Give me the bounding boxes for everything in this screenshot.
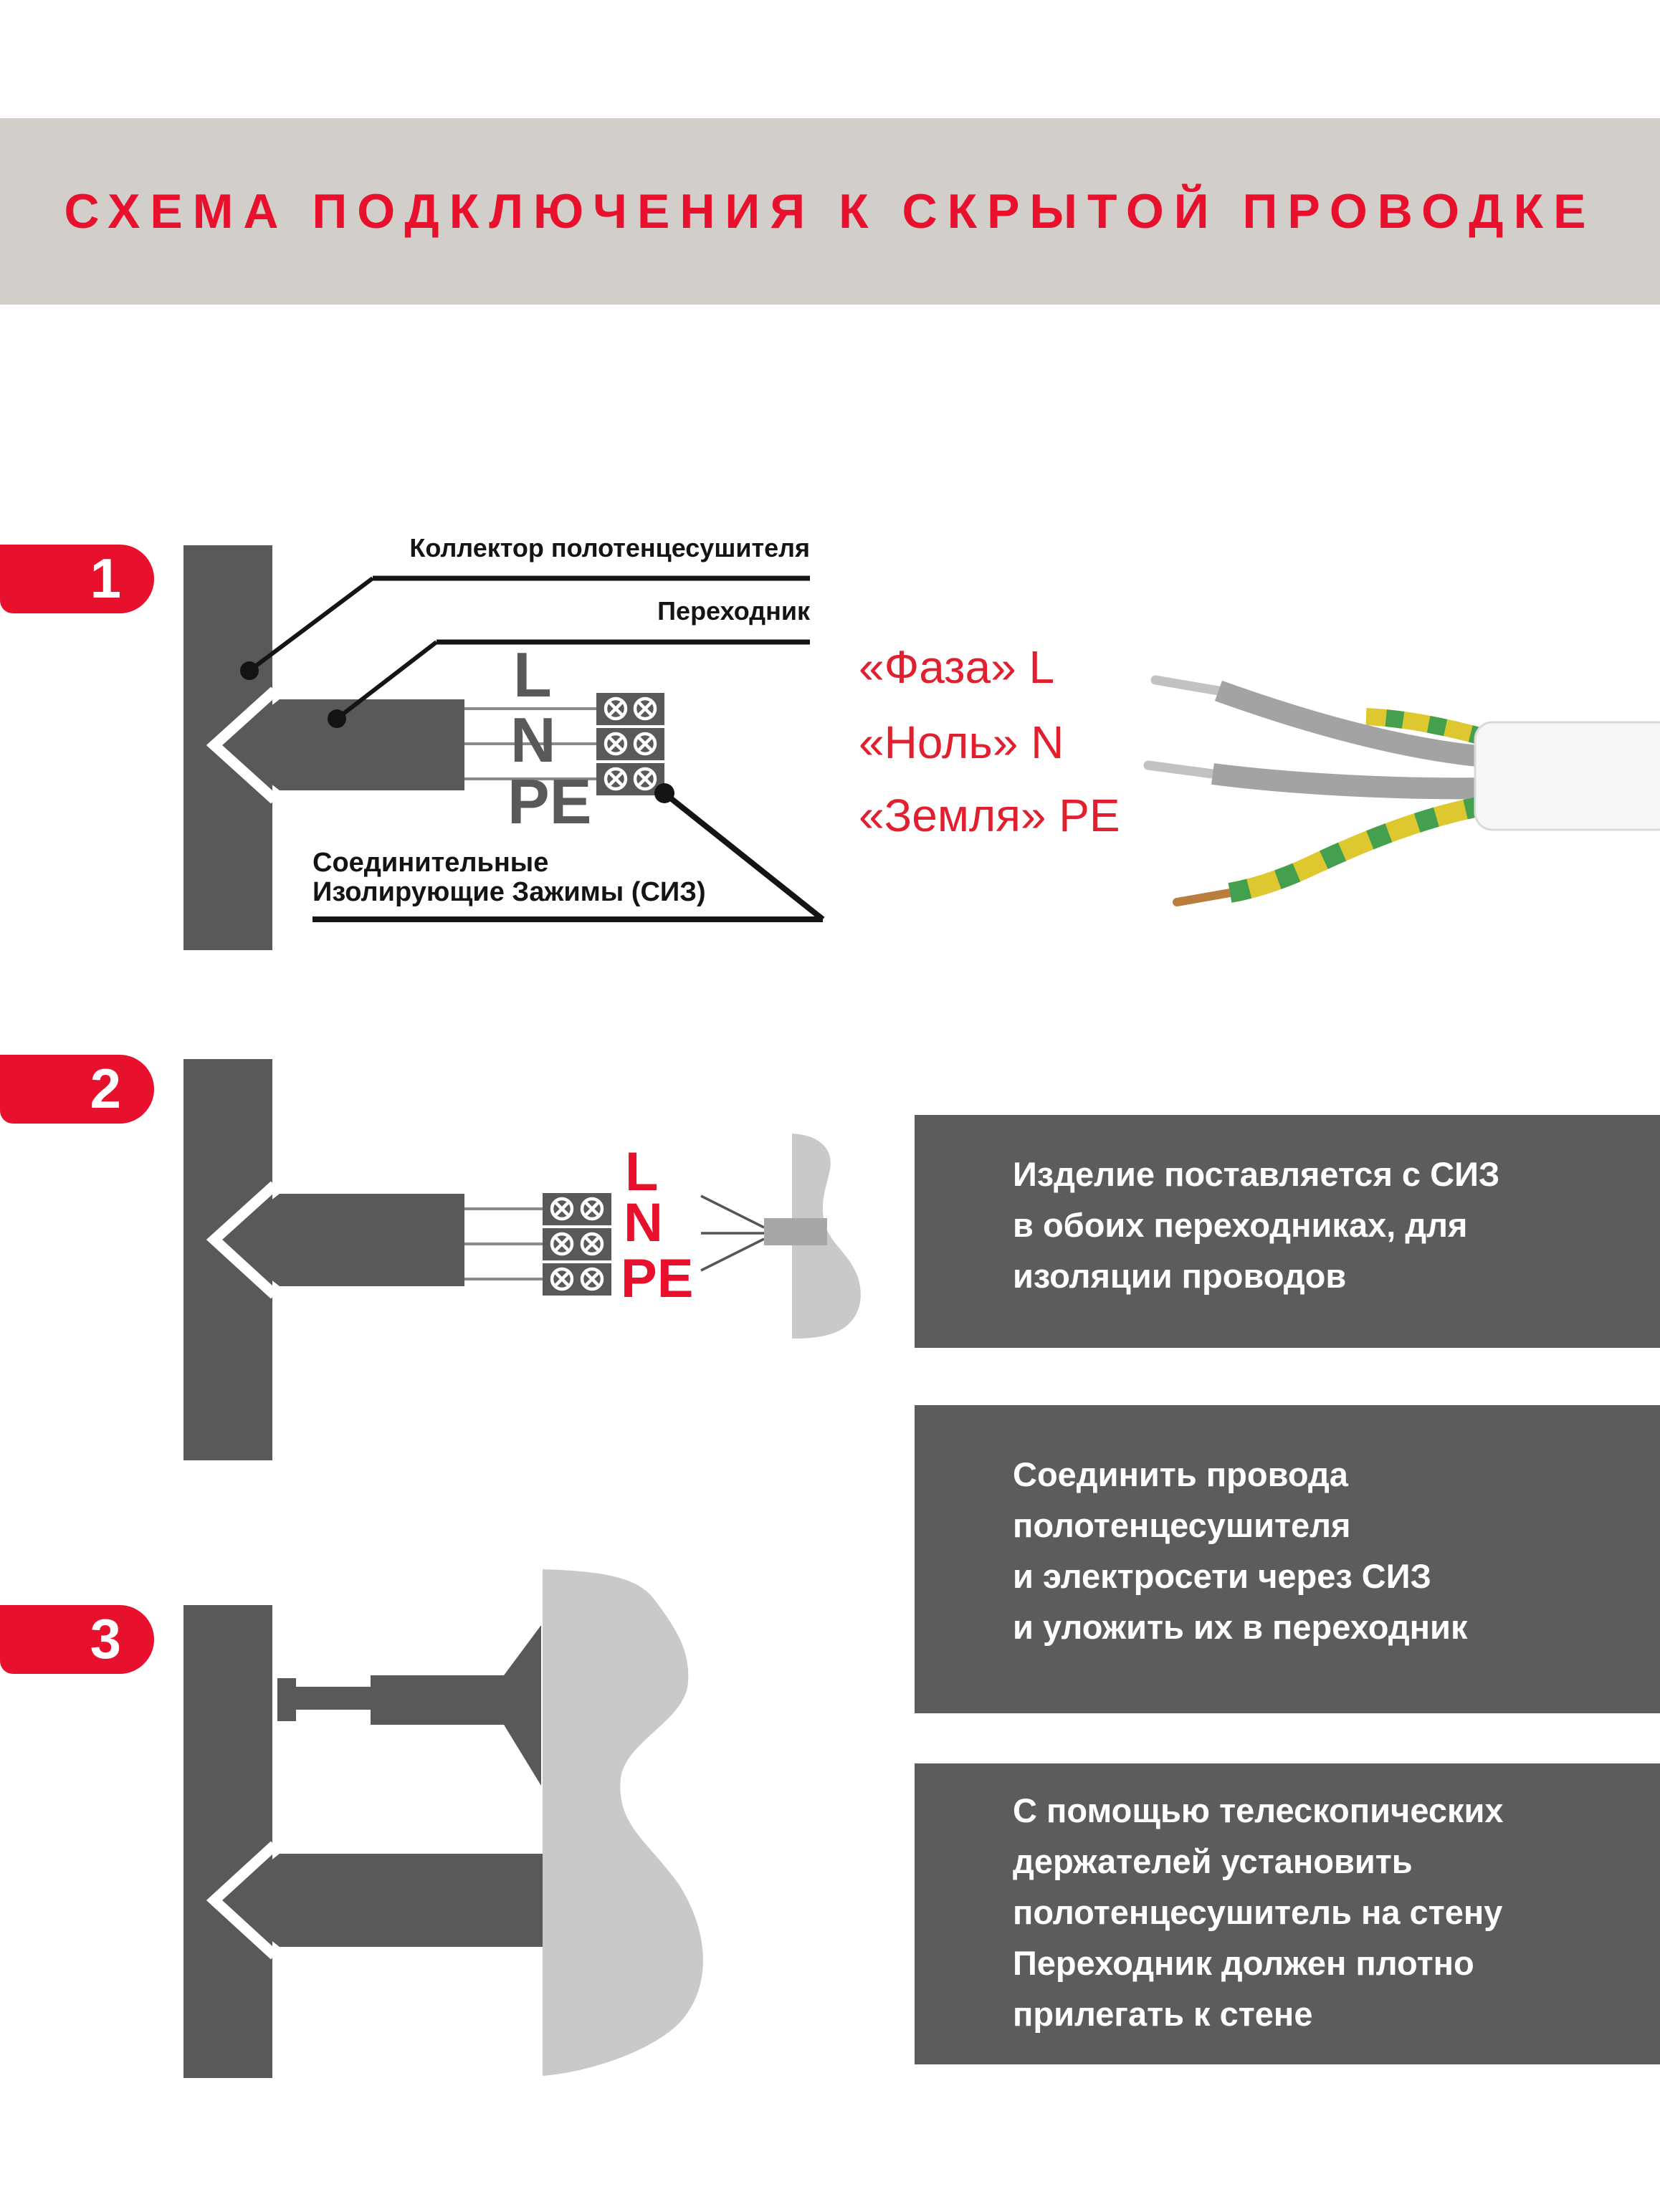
terminal-block-icon (543, 1193, 611, 1225)
note-line: С помощью телескопических (1013, 1791, 1504, 1829)
bare-wire-tip (1143, 760, 1218, 779)
wall-shape (183, 1605, 272, 2078)
copper-wire-tip (1173, 889, 1234, 906)
cable-sheath (1474, 721, 1660, 831)
terminal-l-label: L (513, 639, 552, 710)
terminal-l-label: L (625, 1141, 659, 1202)
cable-photo (1143, 675, 1660, 906)
step-2-badge: 2 (0, 1055, 154, 1124)
collector-label: Коллектор полотенцесушителя (409, 533, 810, 562)
earth-wire-stripe (1365, 708, 1490, 747)
legend-null-code: N (1031, 717, 1064, 768)
terminal-block-icon (543, 1263, 611, 1296)
adapter-arrow-shape (220, 1194, 464, 1286)
terminal-block-icon (543, 1228, 611, 1260)
adapter-label: Переходник (657, 596, 810, 626)
earth-wire (1228, 795, 1487, 903)
legend-phase-code: L (1029, 641, 1055, 693)
legend-null-word: «Ноль» (859, 717, 1019, 768)
wall-gap-chevron (206, 1181, 279, 1299)
note-line: полотенцесушителя (1013, 1506, 1351, 1544)
wall-gap-chevron (206, 1841, 279, 1960)
collector-pointer-line (248, 576, 374, 673)
adapter-pointer-line (335, 640, 438, 721)
terminal-n-label: N (510, 704, 556, 775)
note-line: в обоих переходниках, для (1013, 1206, 1468, 1244)
terminal-block-icon (596, 728, 664, 760)
note-line: держателей установить (1013, 1842, 1413, 1880)
note-line: Переходник должен плотно (1013, 1944, 1474, 1982)
siz-label-line1: Соединительные (313, 848, 549, 878)
junction-box-shape (764, 1218, 827, 1245)
step-2-diagram (183, 1059, 861, 1460)
step-3-number: 3 (90, 1607, 121, 1670)
note-box-siz: Изделие поставляется с СИЗ в обоих перех… (915, 1115, 1660, 1348)
gray-wire (1211, 763, 1486, 800)
note-line: и электросети через СИЗ (1013, 1557, 1431, 1595)
step-1-badge: 1 (0, 545, 154, 613)
terminal-pe-label: PE (507, 766, 592, 837)
terminal-pe-label: PE (621, 1248, 694, 1309)
legend-earth-word: «Земля» (859, 790, 1046, 841)
siz-pointer-dot (654, 783, 674, 803)
note-box-mount: С помощью телескопических держателей уст… (915, 1763, 1660, 2064)
note-line: Изделие поставляется с СИЗ (1013, 1155, 1500, 1193)
adapter-pointer-dot (328, 709, 346, 728)
step-3-badge: 3 (0, 1605, 154, 1674)
note-line: прилегать к стене (1013, 1995, 1313, 2033)
legend-earth-code: PE (1059, 790, 1120, 841)
legend-earth: «Земля» PE (859, 793, 1120, 838)
step-3-diagram (183, 1569, 703, 2078)
legend-phase-word: «Фаза» (859, 641, 1016, 693)
note-line: и уложить их в переходник (1013, 1608, 1468, 1646)
siz-label-line2: Изолирующие Зажимы (СИЗ) (313, 877, 706, 907)
terminal-n-label: N (624, 1192, 663, 1253)
siz-pointer-line (662, 790, 825, 922)
fan-line (700, 1194, 765, 1229)
note-line: изоляции проводов (1013, 1257, 1347, 1295)
header-band: СХЕМА ПОДКЛЮЧЕНИЯ К СКРЫТОЙ ПРОВОДКЕ (0, 118, 1660, 305)
note-line: полотенцесушитель на стену (1013, 1893, 1503, 1931)
adapter-arrow-shape (220, 1854, 543, 1947)
terminal-block-icon (596, 693, 664, 725)
step-1-diagram (183, 545, 1660, 950)
wall-gap-chevron (206, 686, 279, 804)
terminal-block-icon (596, 763, 664, 795)
collector-pointer-dot (240, 661, 259, 680)
earth-wire-stripe (1228, 795, 1487, 903)
gray-wire (1214, 680, 1487, 767)
legend-phase: «Фаза» L (859, 644, 1054, 690)
legend-null: «Ноль» N (859, 719, 1064, 765)
step-1-number: 1 (90, 547, 121, 610)
plaster-patch-shape (543, 1569, 703, 2076)
step-2-number: 2 (90, 1057, 121, 1120)
siz-label: Соединительные Изолирующие Зажимы (СИЗ) (313, 848, 706, 907)
note-box-connect: Соединить провода полотенцесушителя и эл… (915, 1405, 1660, 1713)
note-line: Соединить провода (1013, 1455, 1348, 1493)
bare-wire-tip (1150, 675, 1223, 696)
fan-line (700, 1237, 765, 1272)
adapter-arrow-shape (220, 699, 464, 790)
page-title: СХЕМА ПОДКЛЮЧЕНИЯ К СКРЫТОЙ ПРОВОДКЕ (64, 184, 1596, 239)
telescopic-holder-shape (277, 1625, 541, 1786)
